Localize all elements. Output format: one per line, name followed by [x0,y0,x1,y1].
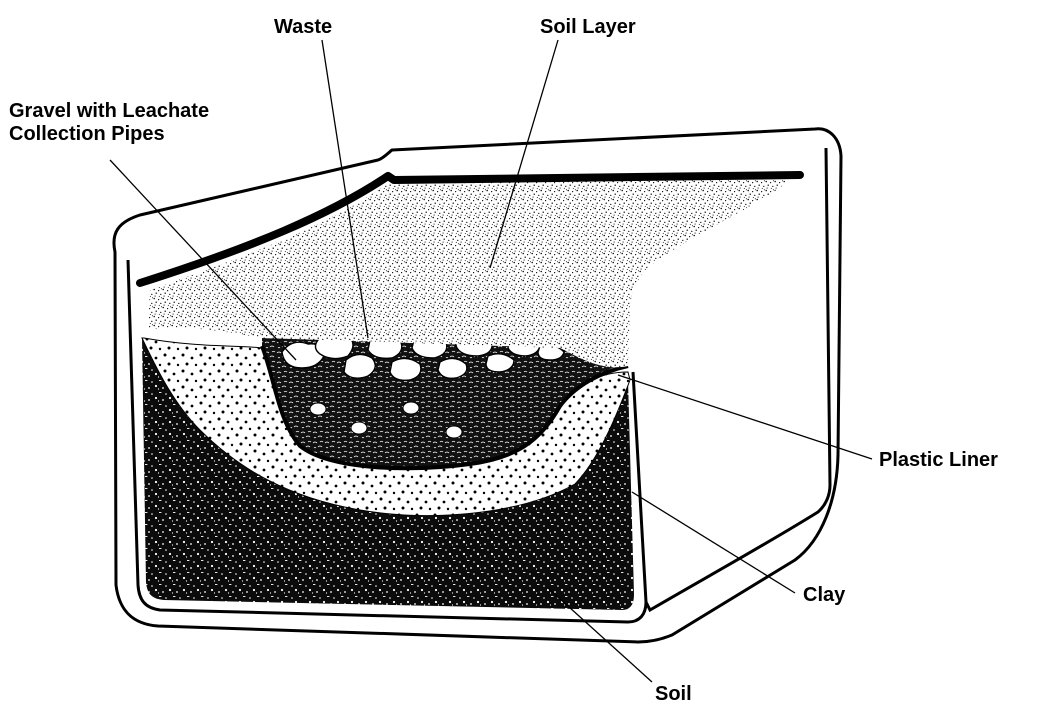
label-soil: Soil [655,683,692,706]
label-gravel-line2: Collection Pipes [9,123,209,146]
label-soil-layer: Soil Layer [540,16,636,39]
label-waste: Waste [274,16,332,39]
label-gravel: Gravel with Leachate Collection Pipes [9,100,209,146]
label-plastic-liner: Plastic Liner [879,449,998,472]
label-clay: Clay [803,584,845,607]
label-gravel-line1: Gravel with Leachate [9,100,209,123]
